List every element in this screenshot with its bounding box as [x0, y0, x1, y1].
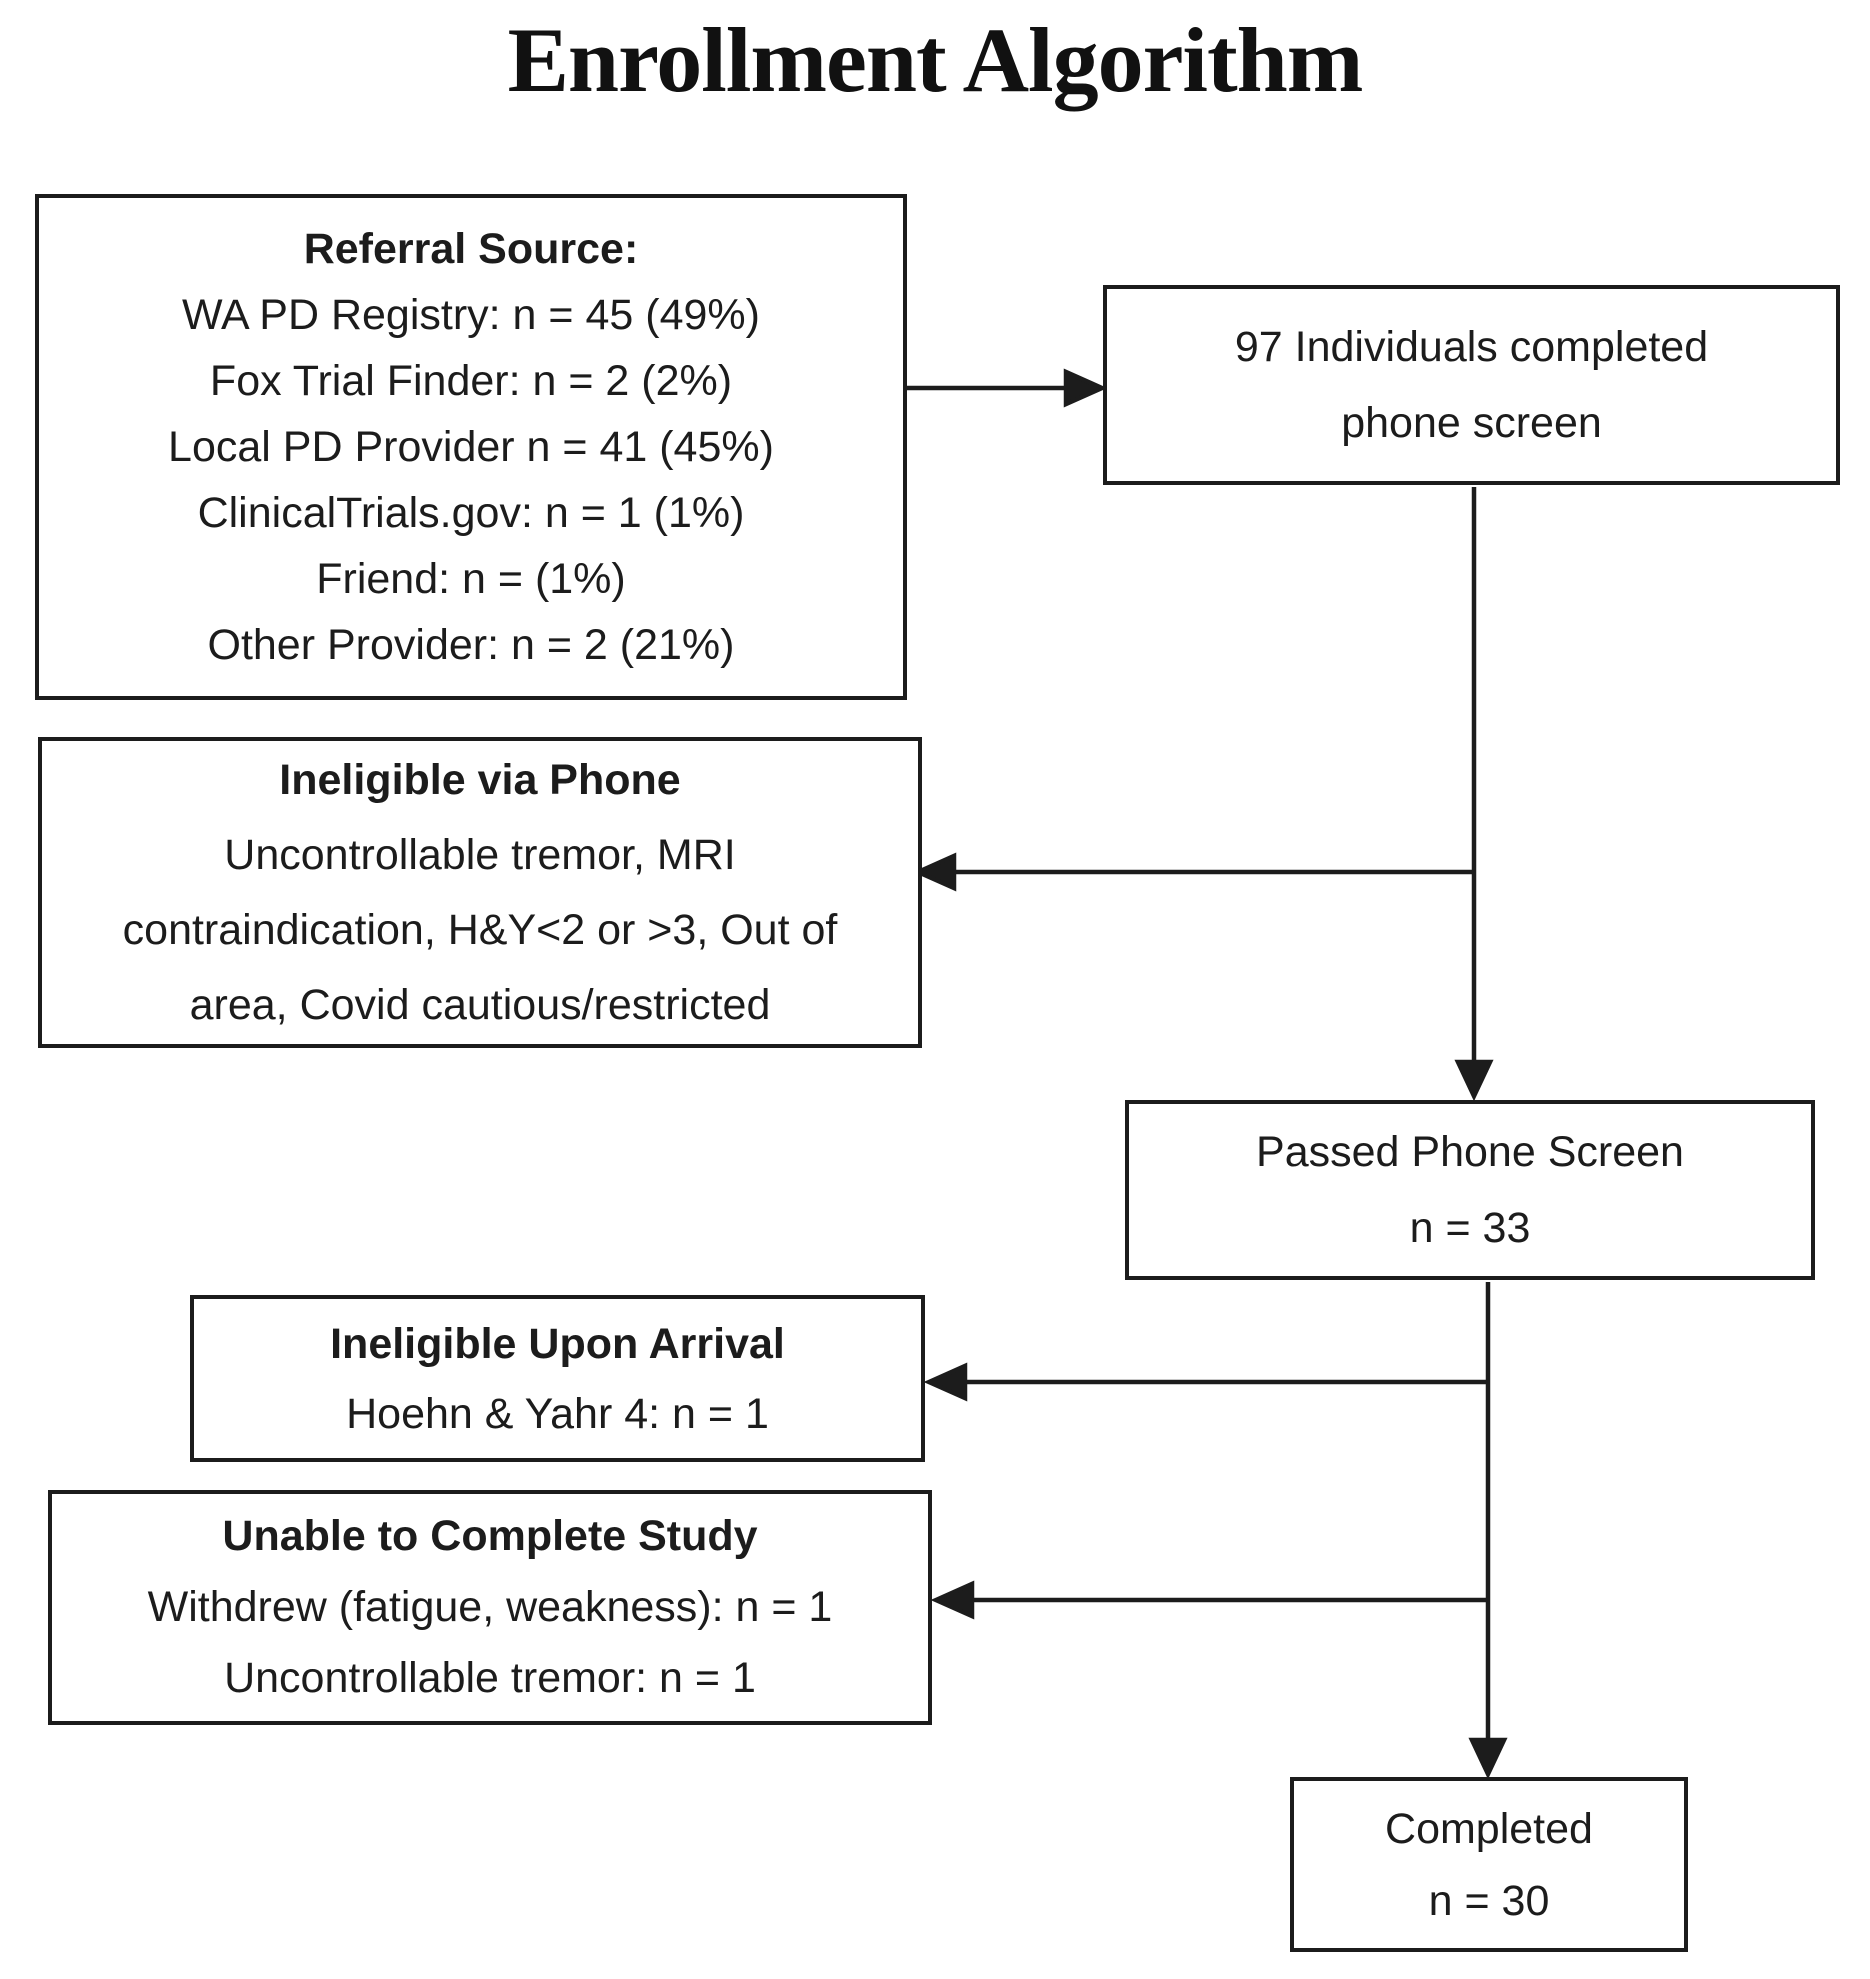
arrowhead-left — [912, 852, 957, 892]
box-passed-phone-screen: Passed Phone Screen n = 33 — [1125, 1100, 1815, 1280]
completed-label: Completed — [1385, 1804, 1593, 1853]
passed-line-1: Passed Phone Screen — [1256, 1128, 1684, 1176]
unable-line-withdrew: Withdrew (fatigue, weakness): n = 1 — [147, 1583, 833, 1631]
diagram-title: Enrollment Algorithm — [507, 9, 1364, 111]
phone97-line-2: phone screen — [1341, 399, 1602, 447]
ineligible-phone-line-3: area, Covid cautious/restricted — [189, 980, 771, 1029]
ineligible-phone-line-2: contraindication, H&Y<2 or >3, Out of — [122, 905, 838, 954]
box-phone-screen-completed: 97 Individuals completed phone screen — [1103, 285, 1840, 485]
referral-line-friend: Friend: n = (1%) — [316, 555, 626, 603]
phone97-line-1: 97 Individuals completed — [1234, 323, 1709, 371]
referral-line-fox-trial-finder: Fox Trial Finder: n = 2 (2%) — [209, 357, 733, 405]
referral-line-wa-pd-registry: WA PD Registry: n = 45 (49%) — [182, 291, 760, 339]
arrowhead-right — [1063, 368, 1108, 408]
arrowhead-left — [930, 1580, 975, 1620]
referral-line-clinicaltrials: ClinicalTrials.gov: n = 1 (1%) — [197, 489, 745, 537]
box-ineligible-via-phone-header: Ineligible via Phone — [279, 755, 681, 804]
passed-count: n = 33 — [1409, 1204, 1531, 1252]
completed-count: n = 30 — [1428, 1876, 1550, 1925]
referral-line-local-pd-provider: Local PD Provider n = 41 (45%) — [168, 423, 774, 471]
box-unable-header: Unable to Complete Study — [222, 1512, 758, 1560]
arrowhead-down — [1468, 1737, 1508, 1780]
ineligible-phone-line-1: Uncontrollable tremor, MRI — [224, 830, 736, 879]
box-referral-source: Referral Source: WA PD Registry: n = 45 … — [35, 194, 907, 700]
arrowhead-left — [923, 1362, 968, 1402]
box-ineligible-upon-arrival: Ineligible Upon Arrival Hoehn & Yahr 4: … — [190, 1295, 925, 1462]
box-unable-to-complete-study: Unable to Complete Study Withdrew (fatig… — [48, 1490, 932, 1725]
box-ineligible-upon-arrival-header: Ineligible Upon Arrival — [330, 1319, 785, 1368]
referral-line-other-provider: Other Provider: n = 2 (21%) — [207, 621, 735, 669]
box-ineligible-via-phone: Ineligible via Phone Uncontrollable trem… — [38, 737, 922, 1048]
box-referral-source-header: Referral Source: — [303, 225, 639, 273]
box-completed: Completed n = 30 — [1290, 1777, 1688, 1952]
unable-line-tremor: Uncontrollable tremor: n = 1 — [224, 1654, 756, 1702]
arrival-line-hoehn-yahr: Hoehn & Yahr 4: n = 1 — [346, 1389, 769, 1438]
arrowhead-down — [1454, 1059, 1494, 1102]
